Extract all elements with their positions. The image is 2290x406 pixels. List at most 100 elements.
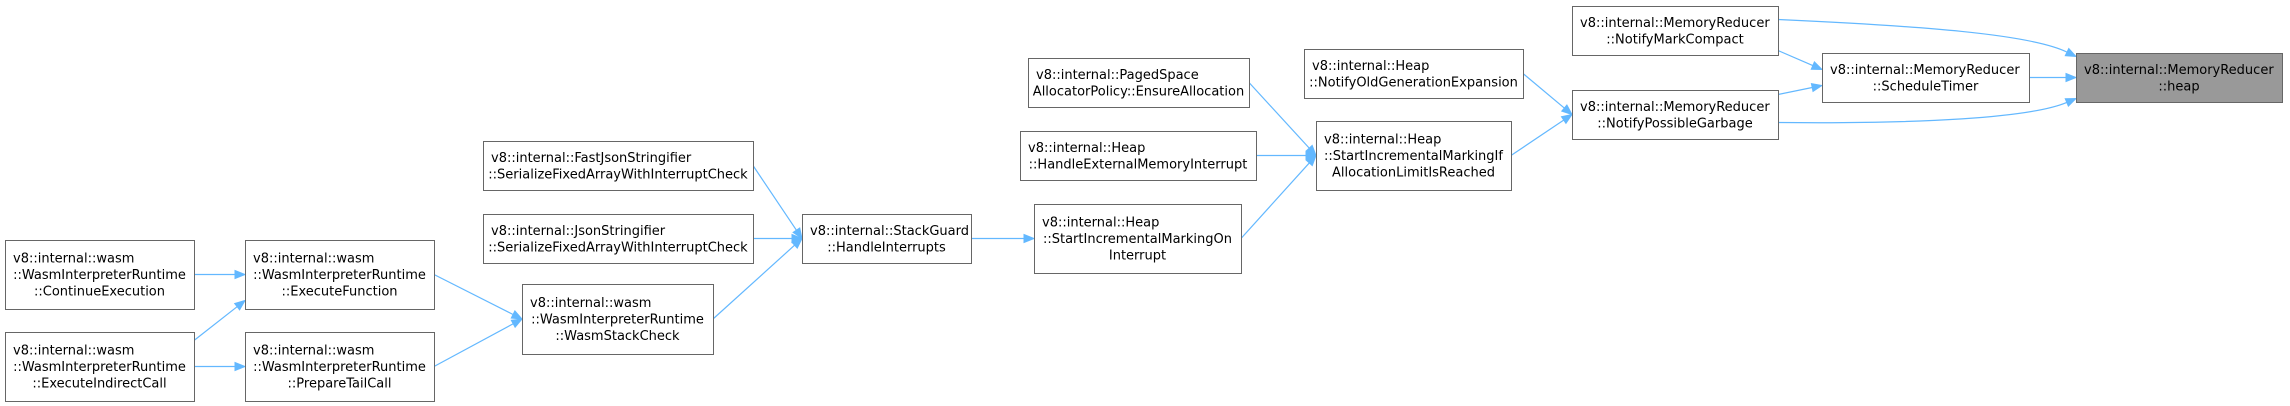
node-label-namespace: v8::internal::MemoryReducer [2084,63,2274,78]
node-box [1028,58,1250,108]
node-schedule-timer[interactable]: v8::internal::MemoryReducer::ScheduleTim… [1822,53,2030,103]
node-notify-mark-compact[interactable]: v8::internal::MemoryReducer::NotifyMarkC… [1572,6,1779,56]
node-label-member: ::ExecuteFunction [281,285,397,300]
node-label-namespace: v8::internal::MemoryReducer [1830,63,2020,78]
node-label-member: ::PrepareTailCall [288,377,392,392]
arrow-head [791,237,803,250]
node-label-member: ::ScheduleTimer [1873,79,1979,94]
edge-prepare-tail-call-to-wasm-stack-check [433,318,524,368]
node-box [1020,131,1257,181]
edge-execute-indirect-call-to-execute-function [193,299,247,341]
arrow-head [1810,82,1824,93]
node-box [1572,6,1779,56]
node-handle-ext-mem[interactable]: v8::internal::Heap::HandleExternalMemory… [1020,131,1257,181]
node-start-inc-interrupt[interactable]: v8::internal::Heap::StartIncrementalMark… [1034,204,1242,274]
node-start-inc-limit[interactable]: v8::internal::Heap::StartIncrementalMark… [1316,121,1512,191]
node-label-member: ::ExecuteIndirectCall [32,377,166,392]
arrow-head [2064,97,2078,107]
node-label-member: ::NotifyOldGenerationExpansion [1309,75,1518,90]
node-label-namespace: v8::internal::JsonStringifier [491,224,666,239]
edge-wasm-stack-check-to-handle-interrupts [712,237,803,320]
edge-line [433,273,514,316]
node-label-namespace: v8::internal::Heap [1324,133,1441,148]
node-label-member: ::WasmInterpreterRuntime [531,313,704,328]
node-label-member: ::WasmInterpreterRuntime [13,360,186,375]
node-wasm-stack-check[interactable]: v8::internal::wasm::WasmInterpreterRunti… [522,284,714,355]
node-continue-execution[interactable]: v8::internal::wasm::WasmInterpreterRunti… [5,240,195,310]
node-heap[interactable]: v8::internal::MemoryReducer::heap [2076,53,2283,103]
edge-line [1777,101,2068,124]
edge-notify-mark-compact-to-heap [1777,18,2078,58]
edge-line [193,306,238,341]
arrow-head [792,227,803,240]
edge-start-inc-limit-to-notify-possible-garbage [1510,113,1574,156]
node-box [5,240,195,310]
node-label-member: ::NotifyPossibleGarbage [1597,116,1752,131]
edge-fast-json-to-handle-interrupts [752,165,803,240]
node-label-member: AllocatorPolicy::EnsureAllocation [1033,84,1244,99]
node-label-member: ::WasmInterpreterRuntime [253,360,426,375]
edge-line [752,165,797,231]
node-box [522,284,714,355]
node-label-namespace: v8::internal::Heap [1042,216,1159,231]
node-label-member: ::heap [2158,79,2199,94]
node-fast-json[interactable]: v8::internal::FastJsonStringifier::Seria… [483,141,754,191]
node-box [483,141,754,191]
edge-execute-function-to-wasm-stack-check [433,273,524,320]
node-box [1822,53,2030,103]
edge-line [1510,119,1565,156]
arrow-head [510,310,524,320]
arrow-head [234,361,247,372]
node-execute-indirect-call[interactable]: v8::internal::wasm::WasmInterpreterRunti… [5,332,195,402]
node-handle-interrupts[interactable]: v8::internal::StackGuard::HandleInterrup… [802,214,972,264]
node-label-namespace: v8::internal::wasm [530,296,651,311]
node-label-namespace: v8::internal::MemoryReducer [1580,100,1770,115]
node-label-member: ::StartIncrementalMarkingIf [1324,149,1503,164]
node-label-member: ::HandleExternalMemoryInterrupt [1029,157,1248,172]
node-box [1572,90,1779,140]
node-label-member: ::SerializeFixedArrayWithInterruptCheck [488,167,748,182]
edge-line [1522,73,1565,109]
nodes-layer: v8::internal::MemoryReducer::heapv8::int… [5,6,2283,402]
edge-start-inc-interrupt-to-start-inc-limit [1240,154,1317,239]
arrow-head [234,269,247,280]
node-box [802,214,972,264]
node-notify-possible-garbage[interactable]: v8::internal::MemoryReducer::NotifyPossi… [1572,90,1779,140]
node-label-namespace: v8::internal::PagedSpace [1036,68,1199,83]
edge-line [1777,86,1813,96]
node-label-member: ::NotifyMarkCompact [1606,32,1743,47]
node-paged-space[interactable]: v8::internal::PagedSpaceAllocatorPolicy:… [1028,58,1250,108]
node-json[interactable]: v8::internal::JsonStringifier::Serialize… [483,214,754,264]
node-box [245,332,435,402]
node-box [2076,53,2283,103]
arrow-head [2064,47,2078,58]
edge-line [433,323,514,368]
node-label-member: Interrupt [1109,249,1166,264]
arrow-head [1560,104,1574,116]
arrow-head [510,318,524,329]
edge-notify-old-gen-to-notify-possible-garbage [1522,73,1574,116]
arrow-head [1305,154,1317,167]
node-label-namespace: v8::internal::Heap [1312,59,1429,74]
node-label-member: ::HandleInterrupts [827,240,946,255]
node-execute-function[interactable]: v8::internal::wasm::WasmInterpreterRunti… [245,240,435,310]
edge-handle-interrupts-to-start-inc-interrupt [971,233,1036,244]
arrow-head [2065,72,2078,83]
node-label-member: ::WasmInterpreterRuntime [253,268,426,283]
edge-schedule-timer-to-heap [2029,72,2078,83]
node-notify-old-gen[interactable]: v8::internal::Heap::NotifyOldGenerationE… [1304,49,1524,99]
edge-line [1777,18,2068,53]
node-box [1034,204,1242,274]
node-label-member: ::WasmInterpreterRuntime [13,268,186,283]
arrow-head [1810,60,1824,71]
edge-line [712,244,795,320]
node-label-member: ::WasmStackCheck [555,329,680,344]
node-label-namespace: v8::internal::StackGuard [810,224,969,239]
edge-notify-possible-garbage-to-heap [1777,97,2078,124]
edge-notify-mark-compact-to-schedule-timer [1777,49,1824,71]
edge-notify-possible-garbage-to-schedule-timer [1777,82,1824,96]
node-prepare-tail-call[interactable]: v8::internal::wasm::WasmInterpreterRunti… [245,332,435,402]
edge-line [1777,49,1814,67]
node-label-namespace: v8::internal::wasm [253,252,374,267]
